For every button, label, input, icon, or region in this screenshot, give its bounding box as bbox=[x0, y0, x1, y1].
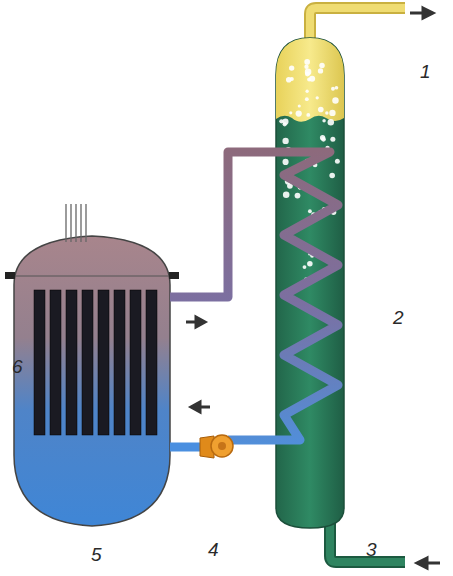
flow-arrow bbox=[191, 402, 210, 412]
bubble bbox=[283, 191, 290, 198]
callout-number: 6 bbox=[12, 357, 23, 376]
control-rods bbox=[66, 204, 86, 242]
flange-bolt bbox=[169, 272, 179, 279]
bubble bbox=[321, 137, 326, 142]
bubble bbox=[328, 119, 334, 125]
bubble bbox=[286, 77, 292, 83]
primary-loop bbox=[170, 152, 338, 440]
bubble bbox=[335, 86, 339, 90]
bubble bbox=[289, 65, 294, 70]
bubble bbox=[304, 59, 310, 65]
vessel-flange bbox=[14, 276, 170, 277]
bubble bbox=[307, 78, 311, 82]
bubble bbox=[332, 97, 338, 103]
bubble bbox=[335, 159, 340, 164]
fuel-rod bbox=[82, 290, 93, 435]
bubble bbox=[308, 209, 312, 213]
bubble bbox=[325, 111, 328, 114]
bubble bbox=[329, 110, 335, 116]
bubble bbox=[296, 110, 302, 116]
fuel-assemblies bbox=[34, 290, 157, 435]
control-rod bbox=[75, 204, 76, 242]
bubble bbox=[304, 65, 308, 69]
bubble bbox=[282, 159, 288, 165]
bubble bbox=[282, 138, 288, 144]
control-rod bbox=[65, 204, 66, 242]
fuel-rod bbox=[34, 290, 45, 435]
bubble bbox=[330, 137, 335, 142]
bubble bbox=[318, 107, 324, 113]
control-rod bbox=[85, 204, 86, 242]
fuel-rod bbox=[114, 290, 125, 435]
fuel-rod bbox=[50, 290, 61, 435]
bubble bbox=[306, 113, 310, 117]
steam-space bbox=[276, 38, 344, 122]
bubble bbox=[282, 119, 288, 125]
reactor-vessel bbox=[14, 236, 170, 526]
control-rod bbox=[80, 204, 81, 242]
flow-arrow bbox=[417, 558, 440, 568]
fuel-rod bbox=[66, 290, 77, 435]
fuel-rod bbox=[146, 290, 157, 435]
bubble bbox=[322, 119, 325, 122]
callout-number: 2 bbox=[393, 308, 404, 327]
pump bbox=[218, 442, 226, 450]
callout-number: 5 bbox=[91, 545, 102, 564]
bubble bbox=[307, 261, 313, 267]
bubble bbox=[331, 87, 335, 91]
bubble bbox=[305, 71, 310, 76]
bubble bbox=[305, 97, 309, 101]
bubble bbox=[303, 265, 307, 269]
bubble bbox=[318, 68, 323, 73]
callout-number: 1 bbox=[420, 62, 431, 81]
pump bbox=[211, 435, 233, 457]
bubble bbox=[319, 63, 325, 69]
bubble bbox=[289, 111, 292, 114]
fuel-rod bbox=[130, 290, 141, 435]
bubble bbox=[305, 90, 308, 93]
feedwater-pipe bbox=[330, 520, 405, 562]
fuel-rod bbox=[98, 290, 109, 435]
bubble bbox=[329, 173, 335, 179]
feedwater-pipe bbox=[330, 520, 405, 562]
bubble bbox=[316, 96, 319, 99]
callout-number: 3 bbox=[366, 540, 377, 559]
flange-bolt bbox=[5, 272, 15, 279]
bubble bbox=[298, 104, 301, 107]
control-rod bbox=[70, 204, 71, 242]
flow-arrow bbox=[410, 8, 433, 18]
flow-arrow bbox=[186, 317, 205, 327]
callout-number: 4 bbox=[208, 540, 219, 559]
bubble bbox=[295, 193, 301, 199]
